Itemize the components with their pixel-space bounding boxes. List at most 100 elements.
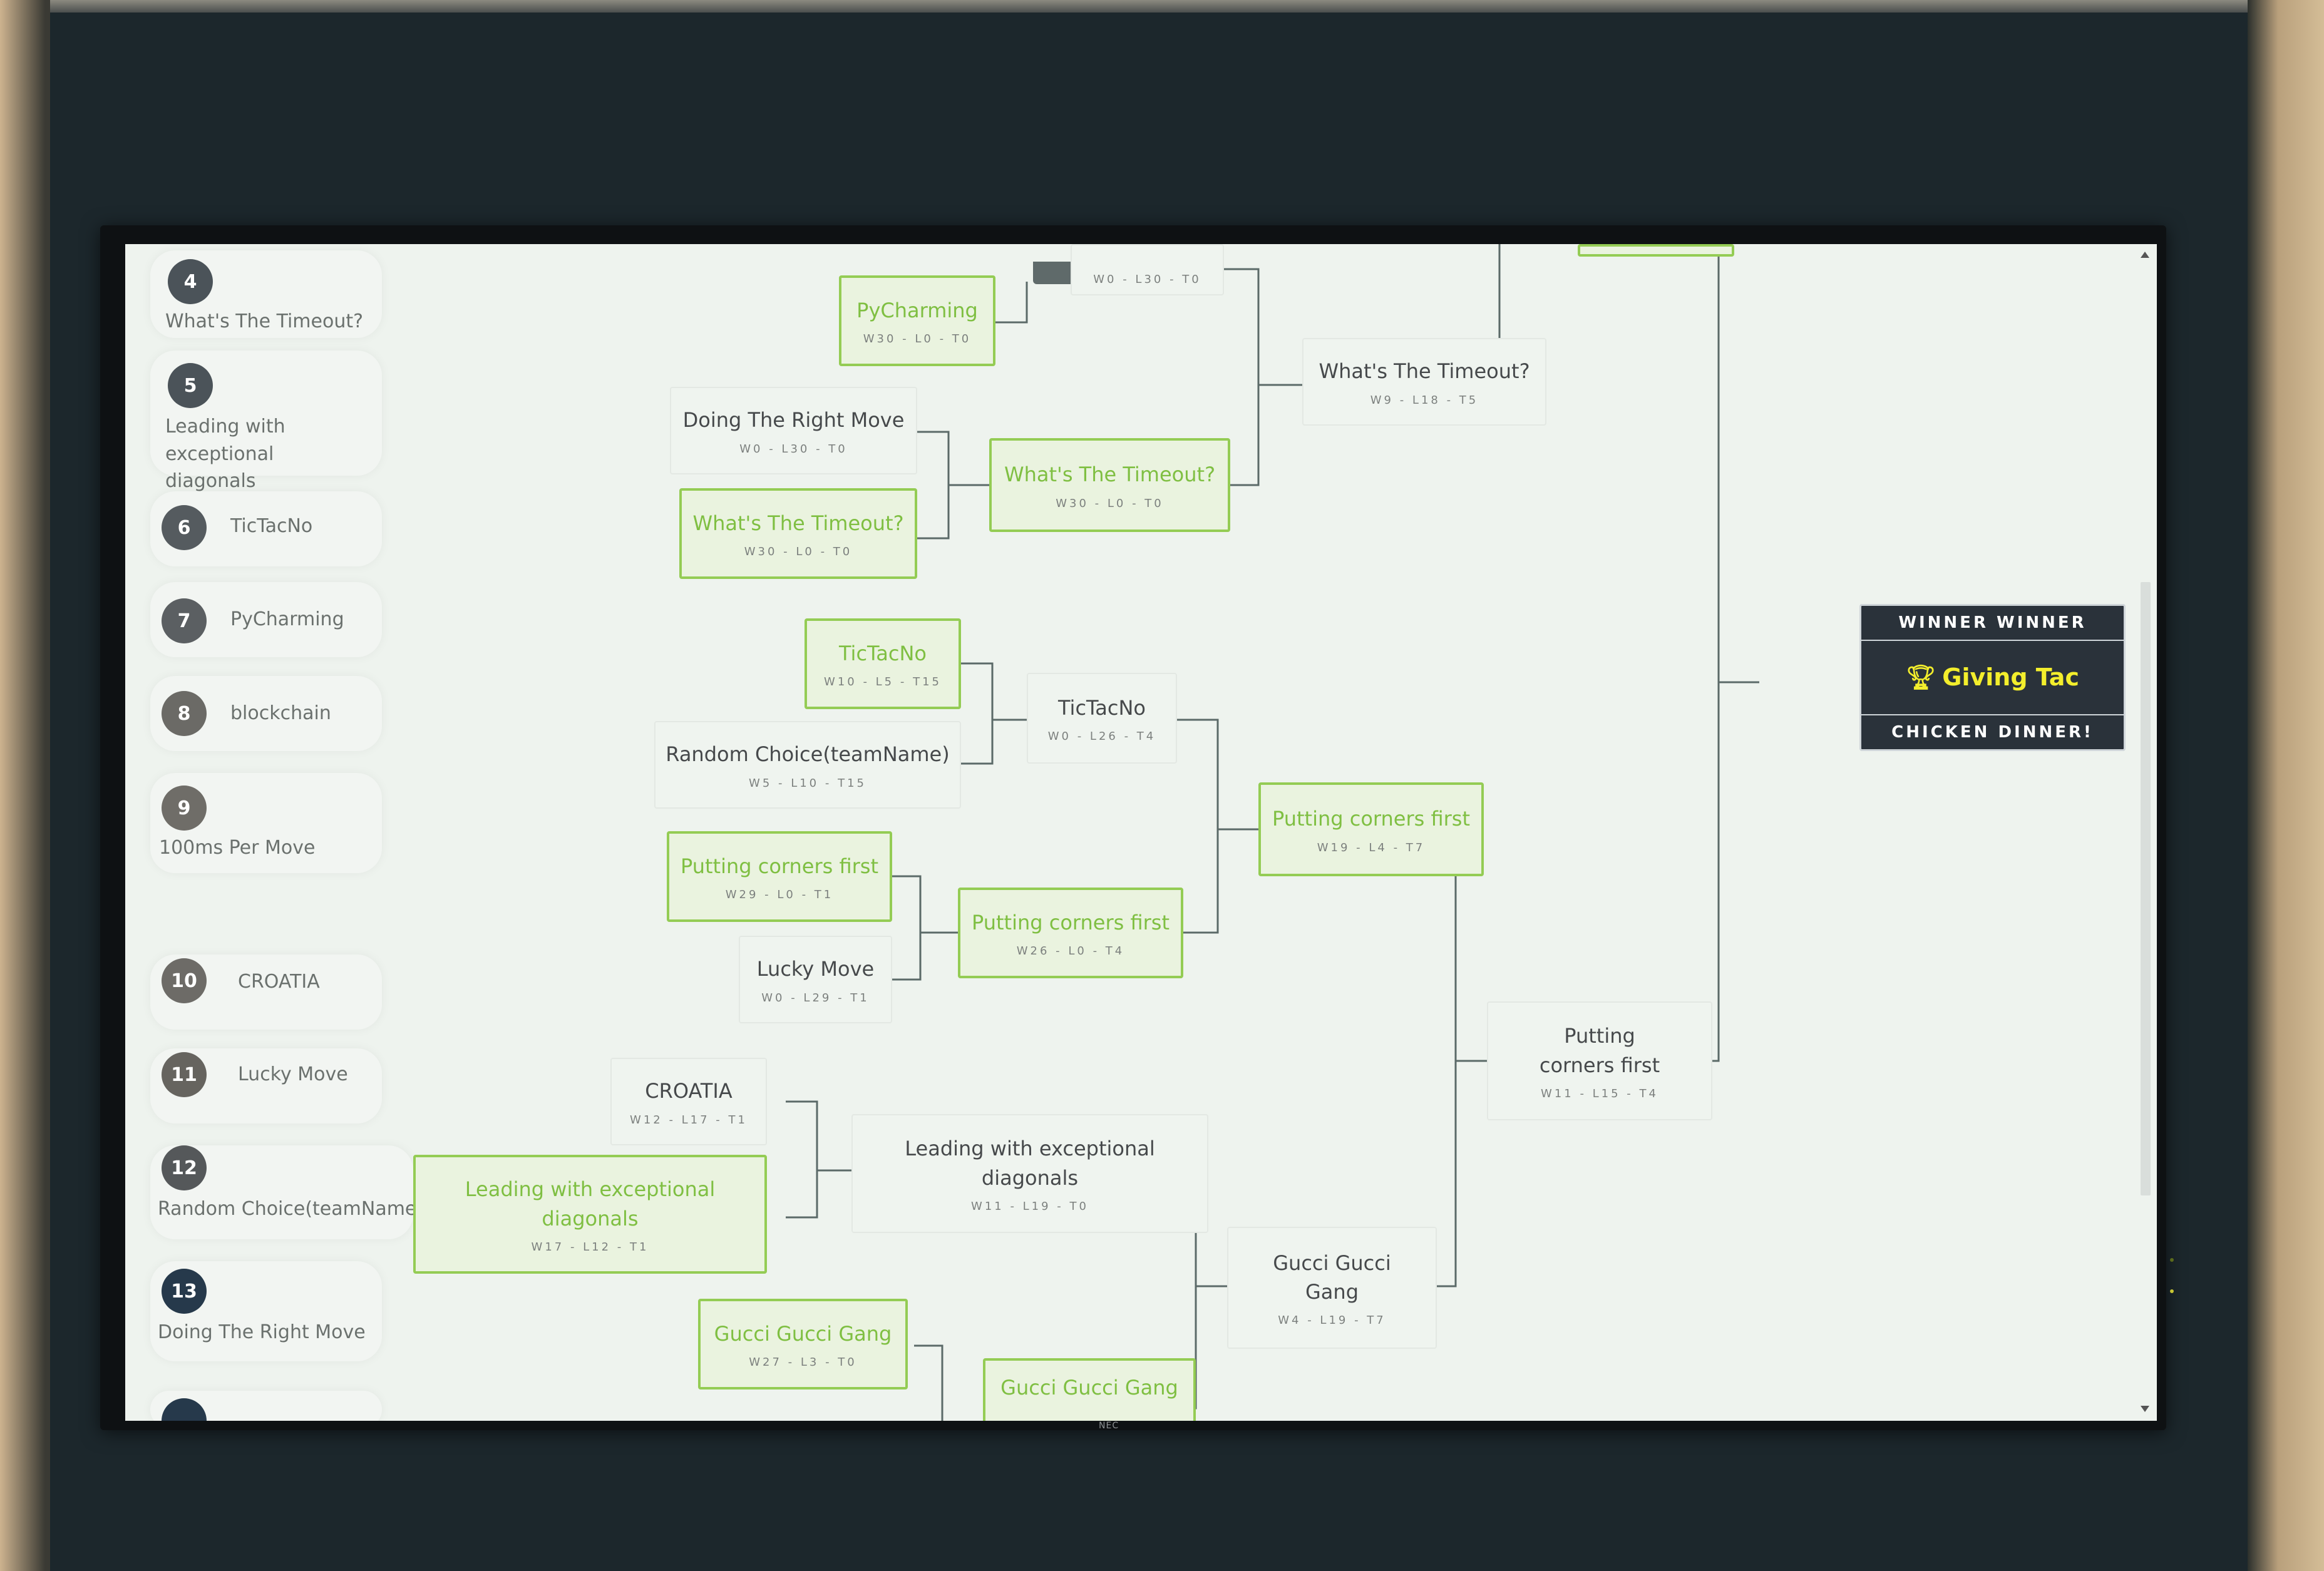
seed-team-name: blockchain	[230, 702, 331, 724]
team-name: Putting corners first	[1539, 1024, 1660, 1077]
match-box[interactable]: PyCharming W30 - L0 - T0	[839, 275, 995, 366]
match-record: W30 - L0 - T0	[863, 332, 972, 346]
monitor-brand: NEC	[1099, 1421, 1119, 1431]
trophy-icon: 🏆︎	[1906, 663, 1936, 691]
match-box[interactable]: Leading with exceptional diagonals W17 -…	[413, 1155, 767, 1274]
seed-number-badge: 7	[162, 598, 207, 643]
match-box[interactable]: Putting corners first W11 - L15 - T4	[1487, 1001, 1712, 1120]
team-name: Random Choice(teamName)	[666, 742, 950, 767]
seed-item[interactable]: 8 blockchain	[150, 676, 382, 751]
match-box[interactable]: CROATIA W12 - L17 - T1	[610, 1058, 767, 1145]
match-box[interactable]: W0 - L30 - T0	[1071, 244, 1224, 295]
seed-item[interactable]: 7 PyCharming	[150, 582, 382, 657]
seed-item[interactable]: 12 Random Choice(teamName)	[150, 1145, 424, 1239]
match-box[interactable]: Lucky Move W0 - L29 - T1	[739, 936, 892, 1023]
match-box[interactable]: What's The Timeout? W9 - L18 - T5	[1302, 338, 1546, 426]
match-box[interactable]: What's The Timeout? W30 - L0 - T0	[679, 488, 917, 579]
seed-item[interactable]: 4 What's The Timeout?	[150, 250, 382, 338]
seed-number-badge: 10	[162, 958, 207, 1003]
match-box[interactable]: Putting corners first W26 - L0 - T4	[958, 888, 1183, 978]
match-record: W0 - L30 - T0	[1093, 272, 1201, 286]
match-record: W30 - L0 - T0	[744, 545, 853, 559]
match-box[interactable]: Random Choice(teamName) W5 - L10 - T15	[654, 721, 961, 809]
scroll-up-icon[interactable]	[2141, 252, 2149, 258]
match-record: W12 - L17 - T1	[630, 1113, 748, 1127]
seed-number-badge: 12	[162, 1145, 207, 1190]
winner-bottom-caption: CHICKEN DINNER!	[1861, 714, 2124, 749]
team-name: CROATIA	[645, 1079, 733, 1103]
seed-item[interactable]: 10 CROATIA	[150, 954, 382, 1030]
team-name: Lucky Move	[756, 957, 875, 981]
team-name: Gucci Gucci Gang	[1000, 1376, 1178, 1400]
seed-number-badge: 9	[162, 786, 207, 831]
match-record: W10 - L5 - T15	[824, 675, 942, 689]
room-wall-right	[2248, 0, 2324, 1571]
winner-top-caption: WINNER WINNER	[1861, 606, 2124, 641]
team-name: TicTacNo	[838, 641, 927, 665]
seed-item[interactable]: 13 Doing The Right Move	[150, 1261, 382, 1361]
scrollbar-thumb[interactable]	[2141, 582, 2151, 1195]
match-record: W11 - L15 - T4	[1541, 1087, 1658, 1100]
match-record: W30 - L0 - T0	[1056, 496, 1164, 510]
seed-team-name: CROATIA	[238, 971, 320, 993]
match-record: W0 - L30 - T0	[739, 442, 848, 456]
team-name: What's The Timeout?	[1004, 463, 1216, 487]
match-box[interactable]: Gucci Gucci Gang	[983, 1358, 1196, 1421]
seed-number-badge: 5	[168, 363, 213, 408]
monitor-led	[2170, 1258, 2174, 1262]
scroll-down-icon[interactable]	[2141, 1406, 2149, 1412]
winner-team-name: Giving Tac	[1942, 663, 2079, 691]
seed-team-name: Lucky Move	[238, 1063, 348, 1085]
seed-number-badge: 4	[168, 259, 213, 304]
winner-banner: WINNER WINNER 🏆︎ Giving Tac CHICKEN DINN…	[1859, 604, 2126, 751]
match-box[interactable]: Doing The Right Move W0 - L30 - T0	[670, 387, 917, 474]
seed-item[interactable]: 9 100ms Per Move	[150, 773, 382, 873]
seed-number-badge	[162, 1398, 207, 1421]
match-record: W9 - L18 - T5	[1370, 393, 1479, 407]
match-record: W29 - L0 - T1	[725, 888, 834, 902]
seed-number-badge: 6	[162, 505, 207, 550]
team-name: What's The Timeout?	[692, 511, 904, 535]
room-wall-left	[0, 0, 50, 1571]
seed-team-name: 100ms Per Move	[159, 837, 316, 859]
match-box[interactable]: TicTacNo W10 - L5 - T15	[805, 618, 961, 709]
match-box[interactable]: Gucci Gucci Gang W27 - L3 - T0	[698, 1299, 908, 1389]
match-record: W0 - L29 - T1	[761, 991, 870, 1005]
team-name: TicTacNo	[1057, 695, 1146, 720]
seed-team-name: TicTacNo	[230, 515, 313, 537]
team-name: Putting corners first	[680, 854, 879, 878]
seed-team-name: Doing The Right Move	[158, 1321, 366, 1343]
seed-item[interactable]	[150, 1391, 382, 1421]
match-record: W11 - L19 - T0	[971, 1199, 1089, 1213]
team-name: Doing The Right Move	[682, 408, 905, 432]
match-box[interactable]: What's The Timeout? W30 - L0 - T0	[989, 438, 1230, 532]
match-box[interactable]: TicTacNo W0 - L26 - T4	[1027, 673, 1177, 764]
match-box[interactable]: Putting corners first W19 - L4 - T7	[1258, 782, 1484, 876]
match-record: W27 - L3 - T0	[749, 1356, 857, 1369]
match-box[interactable]	[1578, 244, 1734, 257]
team-name: PyCharming	[856, 298, 978, 322]
match-record: W26 - L0 - T4	[1016, 944, 1125, 958]
winner-team: 🏆︎ Giving Tac	[1861, 642, 2124, 712]
match-record: W4 - L19 - T7	[1278, 1314, 1386, 1328]
team-name: What's The Timeout?	[1319, 359, 1530, 384]
team-name: Leading with exceptional diagonals	[465, 1177, 716, 1231]
seed-number-badge: 13	[162, 1269, 207, 1314]
bracket-screen: 4 What's The Timeout? 5 Leading with exc…	[125, 244, 2157, 1421]
seed-team-name: What's The Timeout?	[165, 310, 364, 332]
seed-team-name: Random Choice(teamName)	[158, 1198, 424, 1220]
match-box[interactable]: Gucci Gucci Gang W4 - L19 - T7	[1227, 1227, 1437, 1349]
match-box[interactable]: Leading with exceptional diagonals W11 -…	[851, 1114, 1208, 1233]
seed-item[interactable]: 11 Lucky Move	[150, 1048, 382, 1123]
team-name: Putting corners first	[1272, 807, 1471, 831]
seed-number-badge: 11	[162, 1052, 207, 1097]
monitor-led	[2170, 1289, 2174, 1293]
seed-team-name: PyCharming	[230, 608, 344, 630]
match-box[interactable]: Putting corners first W29 - L0 - T1	[667, 831, 892, 922]
seed-item[interactable]: 6 TicTacNo	[150, 491, 382, 566]
seed-number-badge: 8	[162, 691, 207, 736]
seed-item[interactable]: 5 Leading with exceptional diagonals	[150, 351, 382, 492]
seed-team-name: Leading with exceptional diagonals	[165, 416, 285, 492]
team-name: Gucci Gucci Gang	[1273, 1251, 1391, 1304]
team-name: Leading with exceptional diagonals	[905, 1137, 1155, 1190]
